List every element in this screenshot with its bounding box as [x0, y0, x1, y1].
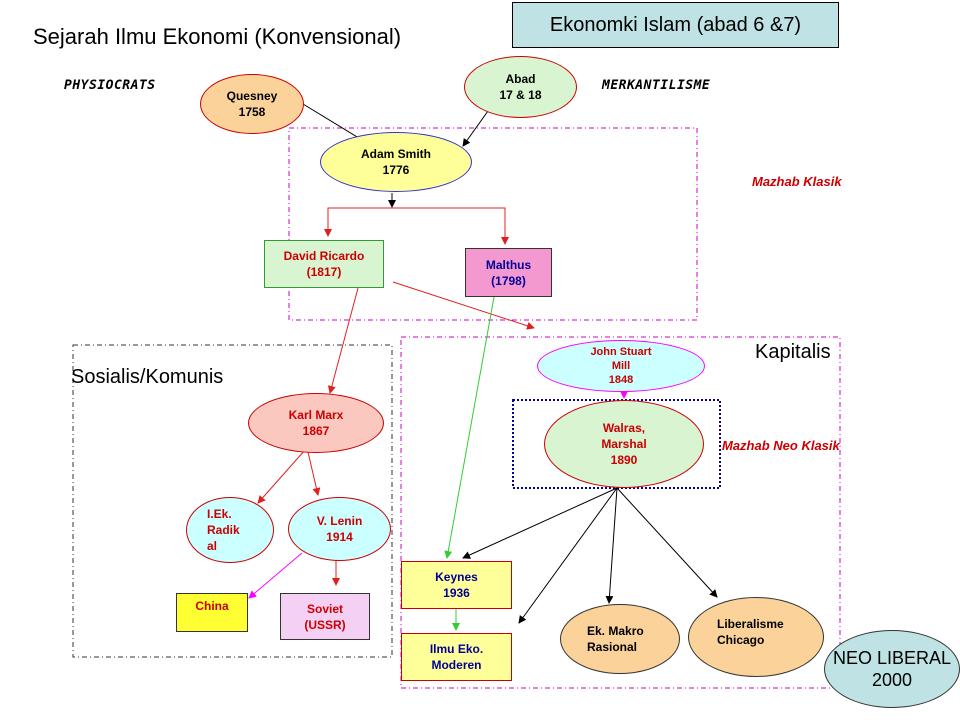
arrow-ricardo-marx	[327, 287, 359, 394]
sosialis-region	[72, 344, 393, 658]
arrow-marx-ieh	[257, 449, 306, 504]
neo-klasik-region	[512, 399, 721, 489]
ilmu-eko-node: Ilmu Eko. Moderen	[401, 633, 512, 681]
mill-node: John Stuart Mill 1848	[537, 340, 705, 392]
neo-liberal-node: NEO LIBERAL 2000	[824, 630, 960, 708]
arrow-smith-ricardo	[324, 207, 392, 237]
arrow-smith-malthus	[392, 207, 509, 245]
arrow-ricardo-mill	[392, 281, 535, 330]
china-node: China	[176, 593, 248, 632]
keynes-node: Keynes 1936	[401, 561, 512, 609]
merkantilisme-label: MERKANTILISME	[602, 78, 711, 93]
sosialis-label: Sosialis/Komunis	[71, 366, 224, 388]
arrow-walras-ilmu	[518, 487, 618, 624]
arrow-walras-makro	[605, 487, 618, 604]
marx-node: Karl Marx 1867	[248, 393, 384, 453]
ieh-node: I.Ek. Radik al	[186, 497, 274, 563]
chicago-node: Liberalisme Chicago	[688, 597, 824, 677]
arrow-walras-keynes	[462, 487, 618, 559]
islam-box: Ekonomki Islam (abad 6 &7)	[512, 2, 839, 48]
mazhab-klasik-label: Mazhab Klasik	[752, 174, 842, 189]
arrow-lenin-china	[248, 552, 303, 599]
arrow-malthus-keynes	[444, 296, 495, 559]
ricardo-node: David Ricardo (1817)	[264, 240, 384, 288]
soviet-node: Soviet (USSR)	[280, 593, 370, 640]
makro-node: Ek. Makro Rasional	[560, 604, 680, 674]
arrow-marx-lenin	[307, 451, 321, 496]
mazhab-neo-klasik-label: Mazhab Neo Klasik	[722, 438, 840, 453]
quesney-node: Quesney 1758	[200, 74, 304, 134]
adam-smith-node: Adam Smith 1776	[320, 132, 472, 192]
lenin-node: V. Lenin 1914	[288, 497, 391, 561]
walras-node: Walras, Marshal 1890	[544, 400, 704, 488]
kapitalis-label: Kapitalis	[755, 341, 831, 363]
page-title: Sejarah Ilmu Ekonomi (Konvensional)	[33, 24, 402, 49]
abad-node: Abad 17 & 18	[464, 56, 577, 118]
physiocrats-label: PHYSIOCRATS	[64, 78, 156, 93]
arrow-walras-chicago	[616, 487, 718, 598]
malthus-node: Malthus (1798)	[465, 248, 552, 297]
kapitalis-region	[400, 336, 841, 689]
klasik-region	[288, 127, 698, 321]
